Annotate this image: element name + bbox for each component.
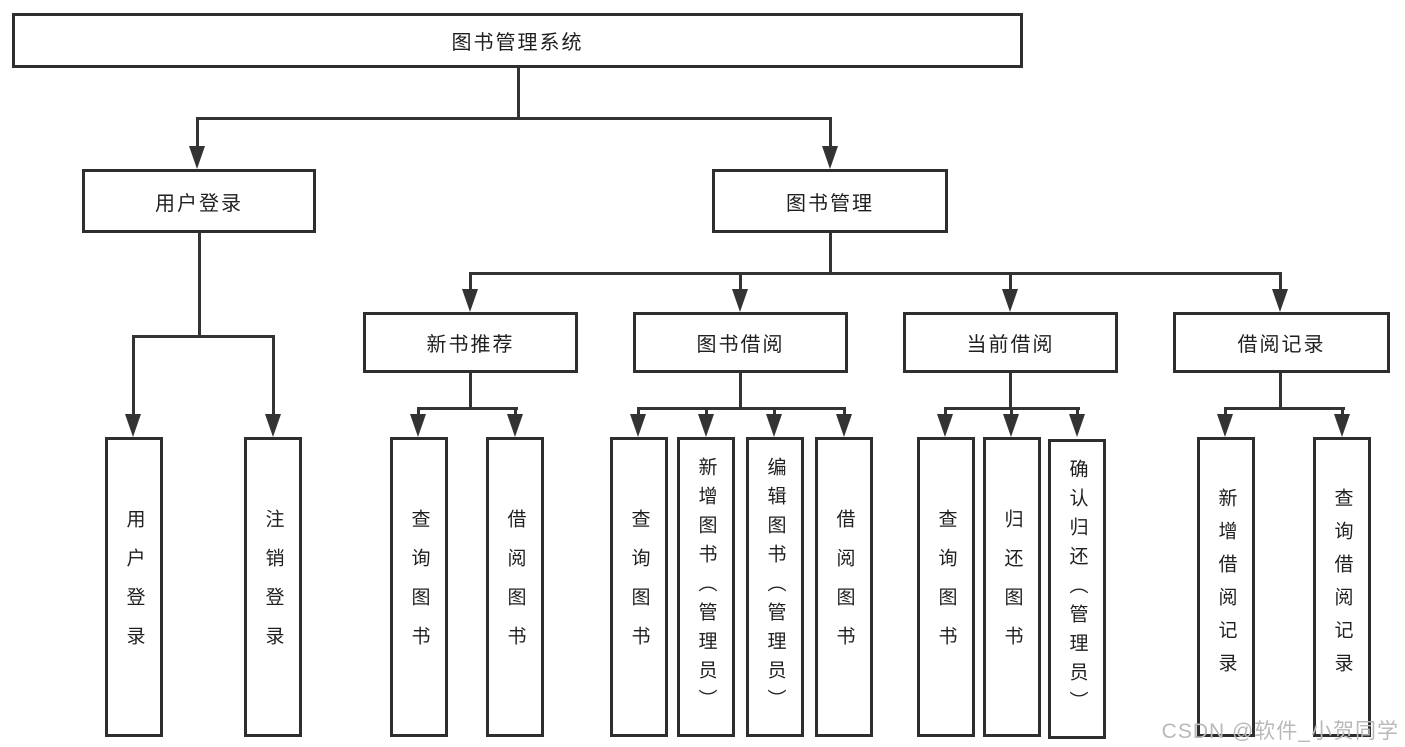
arrow-down-icon — [1069, 414, 1085, 437]
arrow-down-icon — [822, 146, 838, 169]
node-new-book-recommend: 新书推荐 — [363, 312, 578, 373]
arrow-down-icon — [732, 289, 748, 312]
connector-line — [638, 407, 846, 410]
connector-line — [132, 335, 135, 414]
arrow-down-icon — [1272, 289, 1288, 312]
connector-line — [829, 233, 832, 274]
node-book-borrowing-label: 图书借阅 — [696, 334, 785, 356]
leaf-label: 新增图书（管理员） — [695, 456, 717, 718]
leaf-label: 编辑图书（管理员） — [764, 456, 786, 718]
arrow-down-icon — [265, 414, 281, 437]
arrow-down-icon — [189, 146, 205, 169]
node-leaf-borrow-books-new: 借阅图书 — [486, 437, 544, 737]
leaf-label: 注销登录 — [262, 509, 284, 665]
arrow-down-icon — [937, 414, 953, 437]
connector-line — [1224, 407, 1227, 417]
connector-line — [469, 373, 472, 409]
connector-line — [514, 407, 517, 417]
connector-line — [272, 335, 275, 414]
node-user-login-label: 用户登录 — [155, 192, 243, 215]
node-new-book-recommend-label: 新书推荐 — [426, 334, 515, 356]
node-leaf-edit-books-admin: 编辑图书（管理员） — [746, 437, 804, 737]
leaf-label: 借阅图书 — [833, 509, 855, 665]
arrow-down-icon — [507, 414, 523, 437]
node-current-borrowing-label: 当前借阅 — [966, 334, 1055, 356]
node-leaf-user-login: 用户登录 — [105, 437, 163, 737]
arrow-down-icon — [462, 289, 478, 312]
node-leaf-add-books-admin: 新增图书（管理员） — [677, 437, 735, 737]
leaf-label: 查询借阅记录 — [1331, 488, 1353, 686]
connector-line — [1009, 373, 1012, 409]
node-root: 图书管理系统 — [12, 13, 1023, 68]
connector-line — [705, 407, 708, 417]
node-leaf-borrow-books: 借阅图书 — [815, 437, 873, 737]
node-book-management-label: 图书管理 — [786, 192, 874, 215]
node-leaf-query-books-current: 查询图书 — [917, 437, 975, 737]
leaf-label: 查询图书 — [935, 509, 957, 665]
connector-line — [1010, 407, 1013, 417]
connector-line — [470, 272, 1282, 275]
arrow-down-icon — [125, 414, 141, 437]
leaf-label: 确认归还（管理员） — [1066, 458, 1088, 720]
leaf-label: 新增借阅记录 — [1215, 488, 1237, 686]
arrow-down-icon — [1003, 414, 1019, 437]
connector-line — [1341, 407, 1344, 417]
connector-line — [197, 117, 831, 120]
leaf-label: 用户登录 — [123, 509, 145, 665]
node-borrow-records-label: 借阅记录 — [1237, 334, 1326, 356]
connector-line — [417, 407, 420, 417]
connector-line — [133, 335, 275, 338]
leaf-label: 归还图书 — [1001, 509, 1023, 665]
watermark: CSDN @软件_小贺同学 — [1161, 720, 1399, 743]
arrow-down-icon — [1002, 289, 1018, 312]
connector-line — [773, 407, 776, 417]
arrow-down-icon — [1334, 414, 1350, 437]
connector-line — [829, 117, 832, 148]
node-borrow-records: 借阅记录 — [1173, 312, 1390, 373]
node-leaf-query-books-borrow: 查询图书 — [610, 437, 668, 737]
node-leaf-logout: 注销登录 — [244, 437, 302, 737]
connector-line — [1076, 407, 1079, 417]
connector-line — [1009, 272, 1012, 291]
leaf-label: 查询图书 — [628, 509, 650, 665]
arrow-down-icon — [410, 414, 426, 437]
node-leaf-query-borrow-record: 查询借阅记录 — [1313, 437, 1371, 737]
connector-line — [469, 272, 472, 291]
connector-line — [739, 272, 742, 291]
node-book-management: 图书管理 — [712, 169, 948, 233]
connector-line — [198, 233, 201, 336]
node-leaf-query-books-new: 查询图书 — [390, 437, 448, 737]
node-user-login: 用户登录 — [82, 169, 316, 233]
arrow-down-icon — [630, 414, 646, 437]
connector-line — [1279, 272, 1282, 291]
connector-line — [843, 407, 846, 417]
node-root-label: 图书管理系统 — [451, 32, 584, 54]
connector-line — [637, 407, 640, 417]
leaf-label: 借阅图书 — [504, 509, 526, 665]
node-leaf-add-borrow-record: 新增借阅记录 — [1197, 437, 1255, 737]
arrow-down-icon — [698, 414, 714, 437]
arrow-down-icon — [836, 414, 852, 437]
connector-line — [739, 373, 742, 409]
connector-line — [418, 407, 518, 410]
node-book-borrowing: 图书借阅 — [633, 312, 848, 373]
connector-line — [1279, 373, 1282, 409]
connector-line — [517, 68, 520, 118]
connector-line — [1225, 407, 1345, 410]
leaf-label: 查询图书 — [408, 509, 430, 665]
node-leaf-return-books: 归还图书 — [983, 437, 1041, 737]
connector-line — [944, 407, 947, 417]
connector-line — [196, 117, 199, 148]
arrow-down-icon — [766, 414, 782, 437]
node-current-borrowing: 当前借阅 — [903, 312, 1118, 373]
node-leaf-confirm-return-admin: 确认归还（管理员） — [1048, 439, 1106, 739]
arrow-down-icon — [1217, 414, 1233, 437]
